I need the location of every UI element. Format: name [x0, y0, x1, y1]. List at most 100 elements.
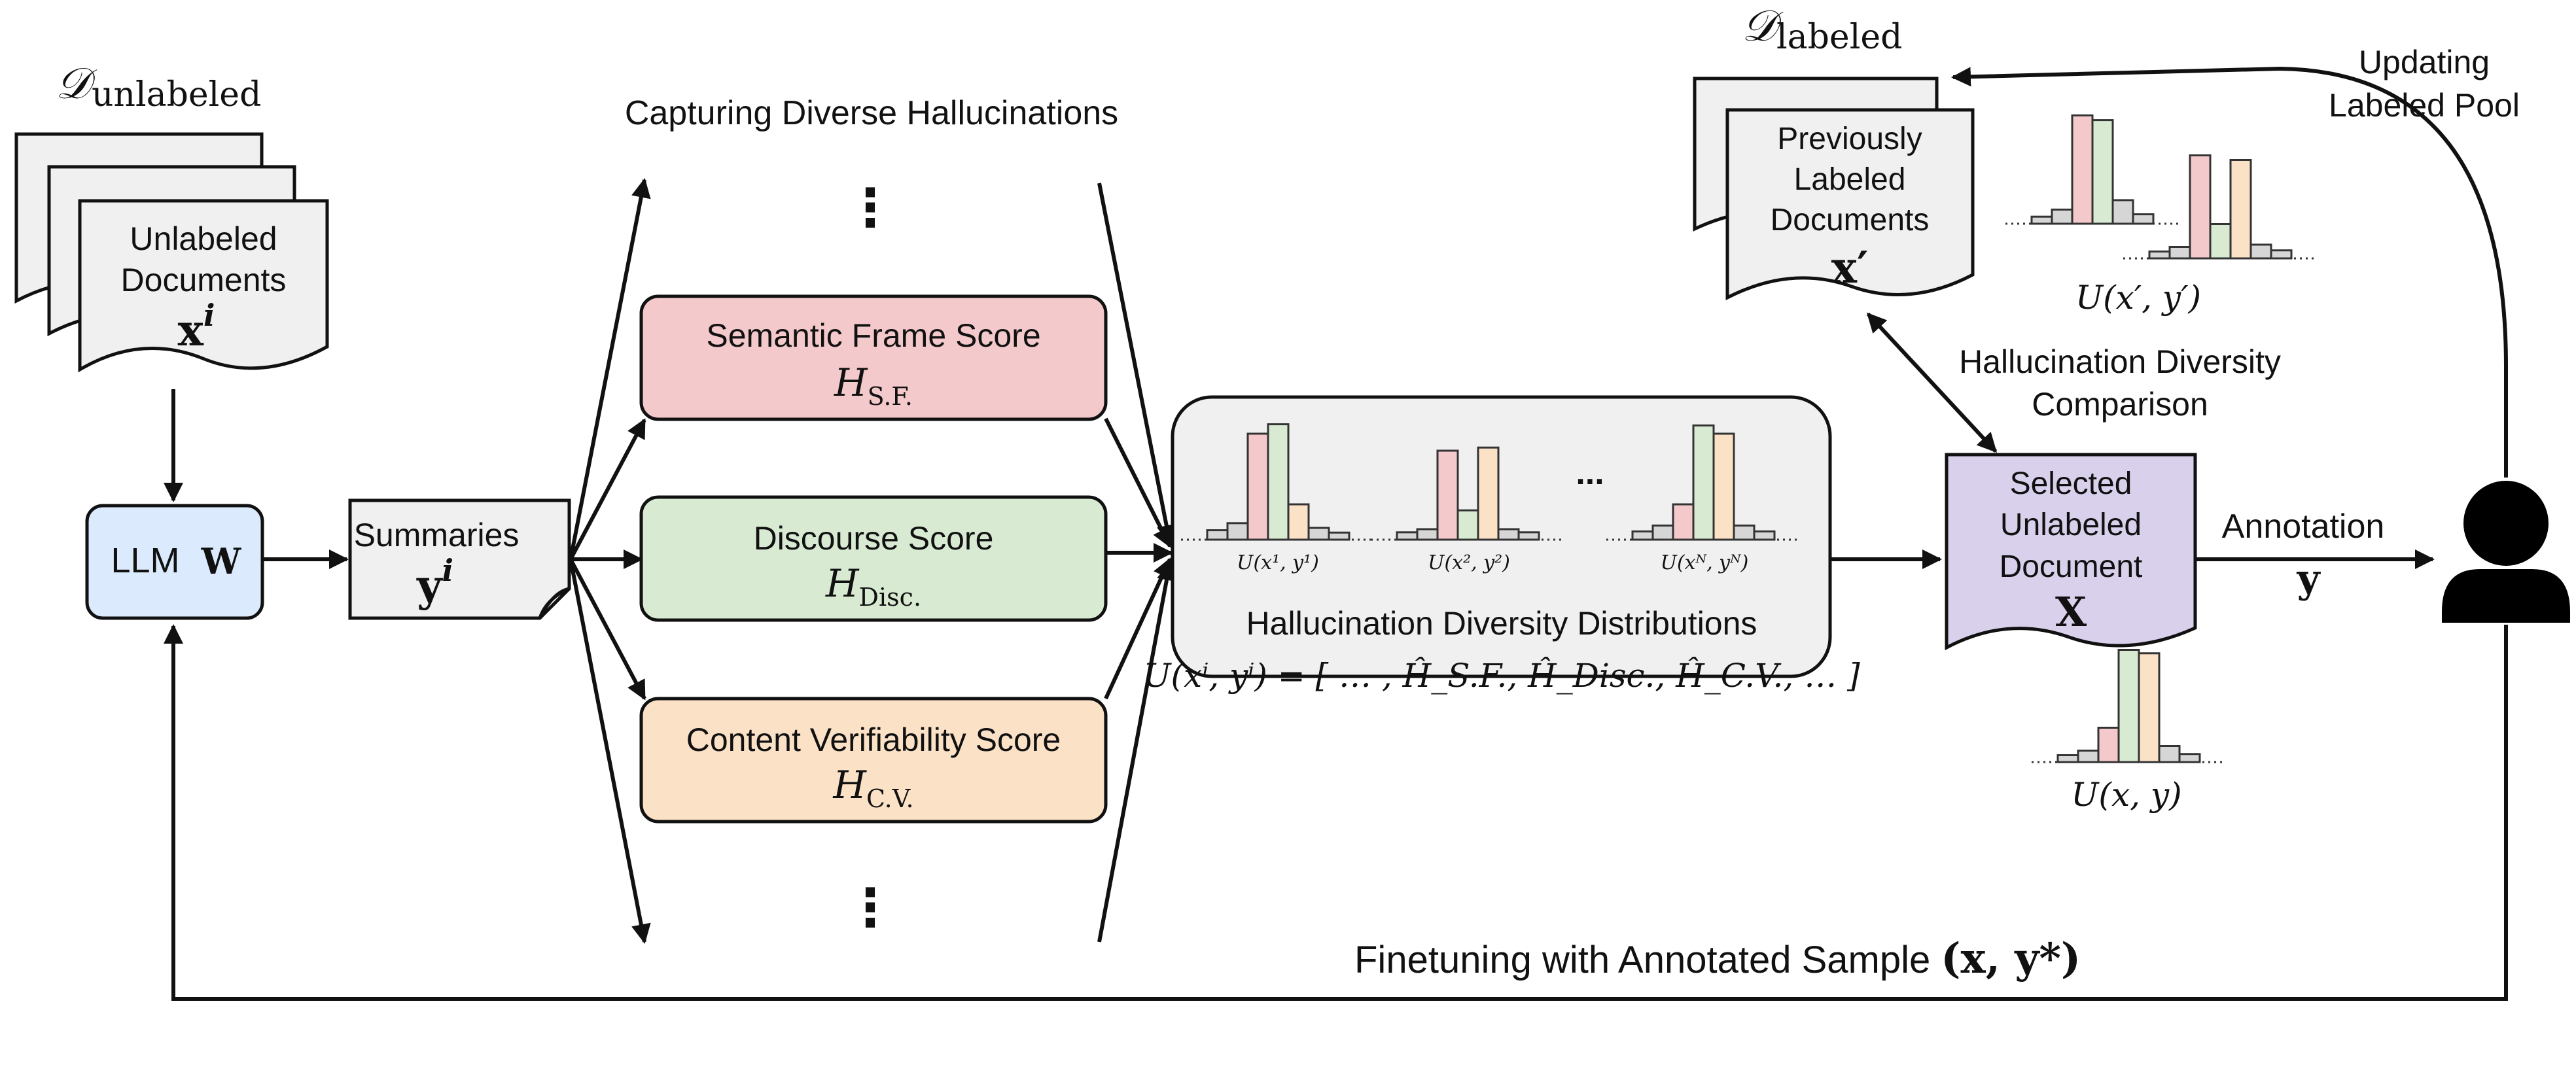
hist-2: [1371, 446, 1565, 541]
distributions-formula: U(xⁱ, yⁱ) = [ … , Ĥ_S.F., Ĥ_Disc., Ĥ_C.V…: [1143, 656, 1860, 695]
selected-hist-bar: [2097, 727, 2120, 763]
hist-n-bar: [1631, 530, 1654, 541]
labeled-dist-label: U(x′, y′): [2075, 279, 2201, 317]
hist-2-bar: [1416, 528, 1439, 541]
selected-hist-bar: [2158, 745, 2181, 763]
selected-document: Selected Unlabeled Document X: [1945, 453, 2197, 651]
summaries-doc: Summaries yi: [348, 498, 571, 620]
labeled-docs-var: x′: [1831, 242, 1869, 293]
hist-1-bar: [1328, 531, 1350, 541]
summaries-label: Summaries: [354, 517, 520, 553]
labeled-hist-2-bar: [2250, 243, 2272, 260]
discourse-score-box: Discourse Score HDisc.: [639, 495, 1108, 622]
labeled-hist-1-bar: [2091, 119, 2114, 225]
labeled-docs-stack: 𝒟 labeled Previously Labeled Documents x…: [1693, 1, 1975, 301]
labeled-hist-1: [2005, 114, 2179, 225]
comparison-line1: Hallucination Diversity: [1959, 343, 2281, 380]
hist-2-bar: [1497, 528, 1520, 541]
hist-2-bar: [1517, 531, 1540, 541]
discourse-score-label: Discourse Score: [754, 520, 994, 557]
hist-label-2: U(x², y²): [1428, 551, 1510, 574]
llm-box: LLM W: [85, 504, 264, 620]
labeled-hist-1-bar: [2051, 208, 2073, 225]
annotation-label: Annotation: [2222, 508, 2385, 546]
semantic-frame-score-box: Semantic Frame Score HS.F.: [639, 294, 1108, 421]
hist-n-bar: [1712, 432, 1735, 541]
hist-1-bar: [1246, 432, 1269, 541]
labeled-hist-2-bar: [2168, 246, 2191, 260]
selected-hist-bar: [2056, 754, 2079, 763]
labeled-hist-2-bar: [2229, 159, 2252, 260]
selected-hist-bar: [2117, 649, 2140, 763]
hist-2-bar: [1396, 531, 1419, 541]
labeled-hist-1-bar: [2030, 215, 2053, 225]
content-verifiability-score-label: Content Verifiability Score: [686, 722, 1061, 758]
selected-doc-line2: Unlabeled: [2000, 508, 2142, 542]
hist-1-bar: [1226, 522, 1249, 541]
comparison-line2: Comparison: [2032, 386, 2208, 423]
fan-out-arrows: [569, 178, 651, 944]
distributions-title: Hallucination Diversity Distributions: [1246, 605, 1757, 642]
labeled-hist-2-bar: [2209, 223, 2232, 260]
selected-hist-bar: [2077, 750, 2100, 763]
hist-n-bar: [1651, 524, 1674, 541]
fan-in-arrows: [1097, 183, 1176, 943]
hist-n-bar: [1692, 424, 1715, 541]
distribution-histograms: [1181, 423, 1801, 541]
hist-n: [1606, 424, 1801, 541]
selected-doc-line1: Selected: [2010, 466, 2132, 501]
labeled-and-selected-histograms: [2005, 114, 2318, 763]
selected-doc-var: X: [2055, 588, 2087, 636]
hist-1: [1181, 423, 1375, 541]
hist-1-bar: [1206, 529, 1229, 541]
hist-2-bar: [1477, 446, 1500, 541]
llm-label: LLM: [111, 541, 179, 580]
ellipsis-top: ⋮: [844, 179, 896, 237]
content-verifiability-score-symbol: HC.V.: [832, 763, 913, 813]
labeled-hist-1-bar: [2132, 213, 2155, 225]
hist-2-bar: [1456, 509, 1479, 541]
ellipsis-bottom: ⋮: [844, 878, 896, 937]
capture-title: Capturing Diverse Hallucinations: [625, 94, 1118, 132]
annotator-person-icon: [2442, 481, 2570, 623]
unlabeled-docs-var: xi: [178, 298, 215, 356]
selected-dist-label: U(x, y): [2071, 776, 2181, 814]
labeled-hist-2-bar: [2270, 249, 2293, 260]
summaries-var: yi: [416, 553, 453, 611]
labeled-hist-1-bar: [2071, 114, 2094, 225]
finetune-label: Finetuning with Annotated Sample(x, y*): [1354, 934, 2081, 983]
llm-weight-var: W: [201, 540, 242, 582]
discourse-score-symbol: HDisc.: [825, 561, 921, 612]
unlabeled-pool-subscript: unlabeled: [92, 75, 261, 114]
labeled-hist-2-bar: [2189, 154, 2212, 260]
labeled-docs-line1: Previously: [1777, 122, 1922, 156]
hist-label-1: U(x¹, y¹): [1237, 551, 1319, 574]
doc-sheet-front: [78, 199, 329, 373]
hist-n-bar: [1733, 524, 1756, 541]
labeled-pool-subscript: labeled: [1776, 18, 1902, 57]
hist-1-bar: [1287, 503, 1310, 541]
selected-doc-line3: Document: [2000, 549, 2143, 584]
distributions-box: ... U(x¹, y¹) U(x², y²) U(xᴺ, yᴺ) Halluc…: [1143, 395, 1860, 695]
hist-label-n: U(xᴺ, yᴺ): [1661, 551, 1749, 574]
labeled-hist-2-bar: [2148, 251, 2171, 260]
labeled-hist-1-bar: [2111, 199, 2134, 225]
hist-2-bar: [1436, 449, 1459, 541]
comparison-double-arrow: [1866, 312, 1998, 453]
unlabeled-docs-stack: 𝒟 unlabeled Unlabeled Documents xi: [14, 58, 329, 373]
arrow-update-labeled-pool: [1951, 66, 2508, 478]
hist-n-bar: [1753, 530, 1776, 541]
labeled-docs-line2: Labeled: [1794, 162, 1906, 197]
labeled-hist-2: [2123, 154, 2318, 260]
updating-line1: Updating: [2359, 44, 2490, 80]
unlabeled-docs-line1: Unlabeled: [130, 220, 277, 257]
hist-n-bar: [1672, 503, 1695, 541]
content-verifiability-score-box: Content Verifiability Score HC.V.: [639, 697, 1108, 824]
selected-hist: [2032, 649, 2226, 763]
annotation-var: y: [2297, 556, 2321, 602]
hist-1-bar: [1267, 423, 1290, 541]
hist-1-bar: [1307, 527, 1330, 541]
selected-hist-bar: [2178, 753, 2201, 763]
arrow-finetuning-loop: [164, 624, 2508, 1001]
